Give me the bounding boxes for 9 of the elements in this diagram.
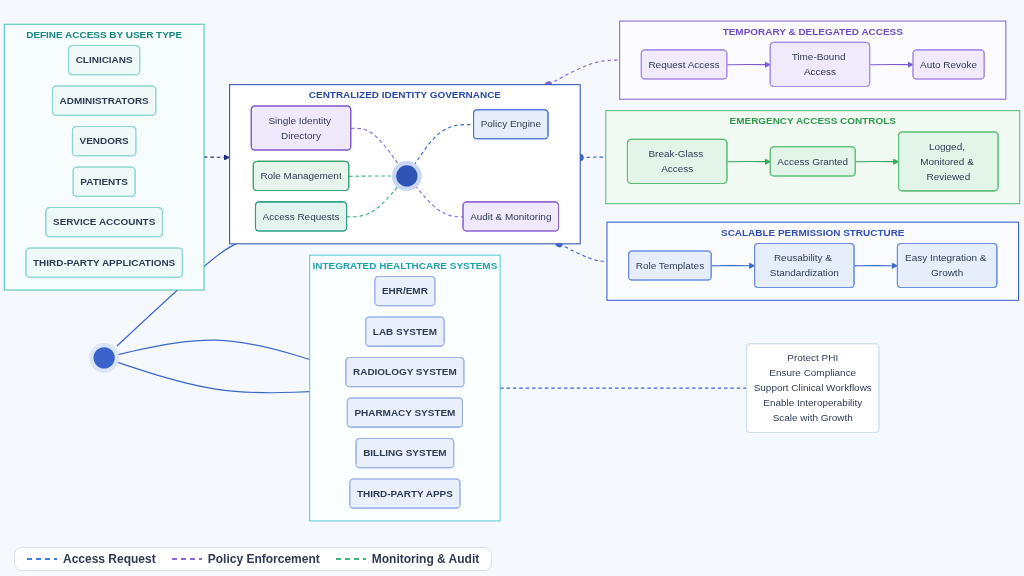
arrow	[726, 61, 771, 68]
connector	[414, 185, 464, 218]
legend-label: Policy Enforcement	[207, 552, 320, 566]
node-circle	[89, 342, 120, 373]
arrow	[869, 61, 914, 68]
arrow	[726, 158, 771, 165]
legend-label: Access Request	[63, 552, 156, 566]
legend-label: Monitoring & Audit	[371, 552, 480, 566]
node-circle	[391, 161, 422, 191]
